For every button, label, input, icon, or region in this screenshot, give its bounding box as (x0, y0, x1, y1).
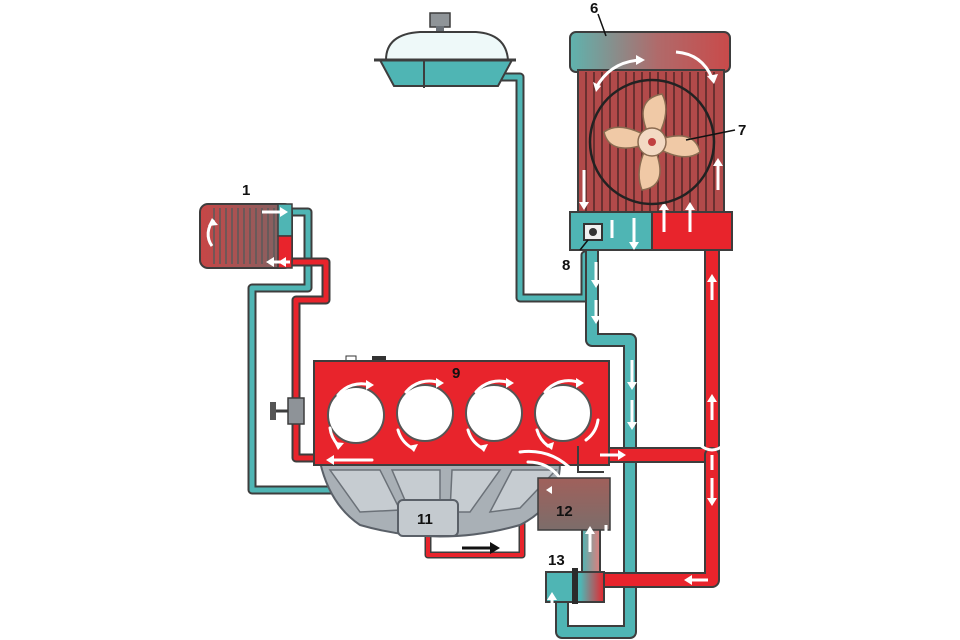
flow-arrow-icon (675, 50, 714, 79)
intake-manifold: 11 (318, 461, 562, 538)
valve-icon (270, 402, 276, 420)
radiator-inlet-pipe (597, 240, 720, 463)
label-13: 13 (548, 552, 565, 569)
label-1: 1 (242, 182, 250, 199)
drain-plug (579, 223, 603, 251)
fan-icon (588, 78, 716, 206)
label-7: 7 (738, 122, 746, 139)
direction-arrow-icon (462, 542, 500, 554)
cylinder-4 (534, 384, 592, 442)
engine-block: 9 (313, 355, 610, 480)
bypass-pipe (590, 447, 720, 588)
thermostat-housing: 12 (537, 477, 611, 531)
radiator: 6 7 8 (562, 0, 746, 274)
cylinder-2 (396, 384, 454, 442)
label-11: 11 (417, 511, 433, 528)
label-9: 9 (452, 365, 460, 382)
tank-to-radiator-pipe (490, 72, 590, 303)
heater-valve (270, 397, 305, 425)
label-6: 6 (590, 0, 598, 17)
expansion-tank (374, 12, 516, 88)
label-8: 8 (562, 257, 570, 274)
flow-arrow-icon (594, 58, 641, 89)
cylinder-1 (327, 386, 385, 444)
flow-arrow-icon (584, 418, 600, 442)
heater-core: 1 (199, 182, 293, 269)
label-12: 12 (556, 503, 573, 520)
pipe-flow-arrows (278, 257, 725, 610)
cylinder-3 (465, 384, 523, 442)
coolant-pump: 13 (545, 552, 605, 604)
throttle-body (397, 499, 459, 537)
